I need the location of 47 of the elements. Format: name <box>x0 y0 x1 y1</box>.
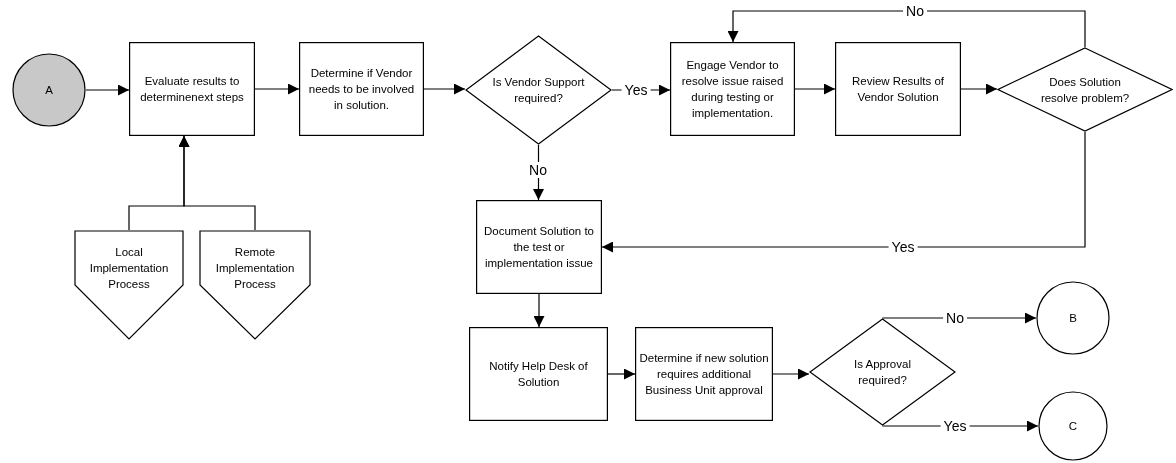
arrow <box>601 131 1086 253</box>
node-label: Evaluate results to determinenext steps <box>139 74 245 105</box>
connector-circle <box>12 53 86 127</box>
node-label: Notify Help Desk of Solution <box>488 359 589 390</box>
arrow <box>533 144 544 201</box>
node-label: Does Solution resolve problem? <box>1039 74 1131 106</box>
off-page-connector <box>74 230 184 340</box>
arrow <box>960 83 998 95</box>
arrow <box>85 84 130 96</box>
decision-diamond <box>465 35 612 145</box>
edge-label: No <box>943 310 967 326</box>
node-label: Determine if new solution requires additional Business Unit approval <box>639 351 769 398</box>
edge-label: Yes <box>940 418 970 434</box>
node-label: Is Approval required? <box>853 357 912 388</box>
arrow <box>794 83 836 95</box>
edge-label: Yes <box>888 239 918 255</box>
edge-label: No <box>903 3 927 19</box>
node-label: B <box>1069 311 1077 326</box>
connector-circle <box>1038 391 1108 461</box>
process-box <box>129 42 255 136</box>
connector-circle <box>1036 281 1110 355</box>
node-label: C <box>1068 419 1078 434</box>
decision-diamond <box>997 47 1173 132</box>
arrow <box>533 293 545 328</box>
arrow <box>881 312 1037 324</box>
process-box <box>476 200 602 294</box>
node-label: Remote Implementation Process <box>214 245 296 292</box>
arrow <box>254 83 300 95</box>
arrow <box>727 10 1086 48</box>
process-box <box>299 42 424 136</box>
node-label: Local Implementation Process <box>88 245 170 292</box>
node-label: Determine if Vendor needs to be involved in solution. <box>307 66 416 113</box>
process-box <box>635 327 773 421</box>
process-box <box>469 327 608 421</box>
arrow <box>607 368 636 380</box>
node-label: A <box>45 83 53 98</box>
node-label: Review Results of Vendor Solution <box>850 74 945 105</box>
arrow <box>772 368 810 380</box>
arrow <box>423 83 466 95</box>
arrow <box>178 135 256 231</box>
off-page-connector <box>199 230 311 340</box>
process-box <box>670 42 795 136</box>
edge-label: Yes <box>621 82 651 98</box>
node-label: Document Solution to the test or implementation issue <box>483 224 595 271</box>
node-label: Engage Vendor to resolve issue raised during testing or implementation. <box>680 58 785 121</box>
node-label: Is Vendor Support required? <box>491 75 586 106</box>
process-box <box>835 42 961 136</box>
